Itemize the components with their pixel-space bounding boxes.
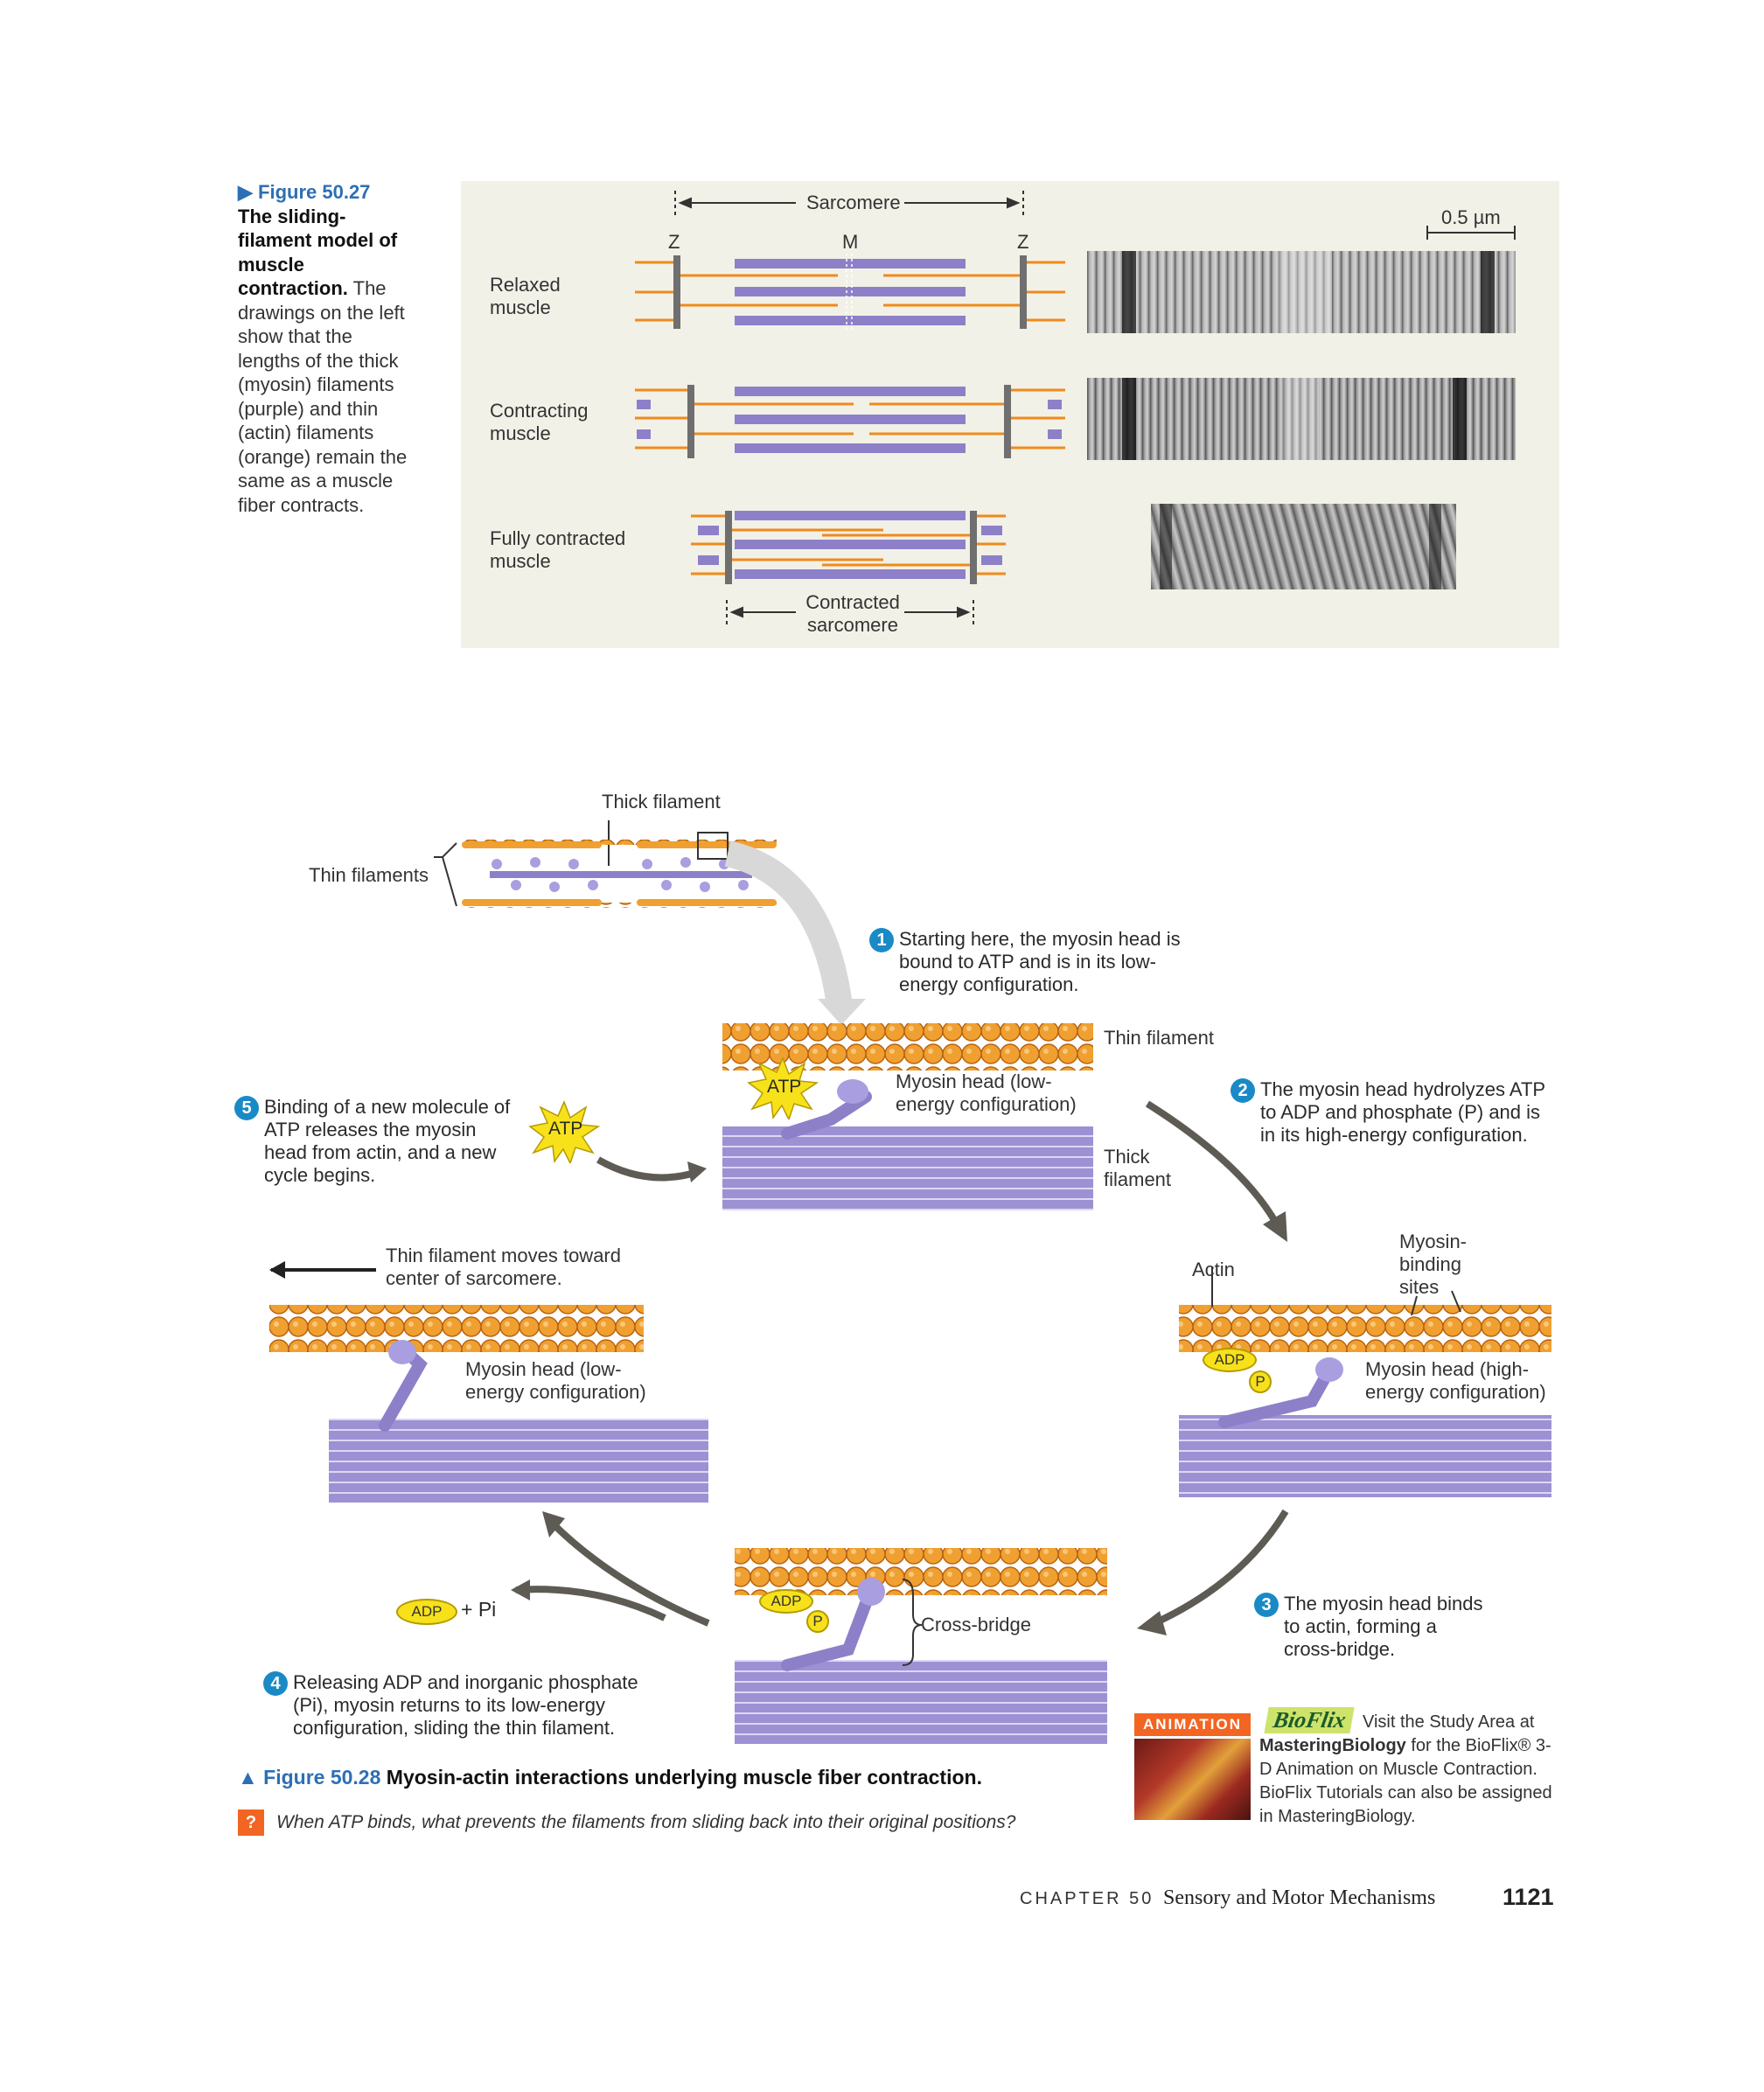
step-5-text: Binding of a new molecule of ATP release… [264,1096,511,1186]
animation-text-pre: Visit the Study Area at [1363,1712,1535,1732]
micrograph-relaxed [1087,251,1516,333]
contracting-label: Contracting muscle [490,400,589,444]
binding-sites-label: Myosin-binding sites [1399,1231,1468,1298]
sarcomere-diagram [635,191,1516,628]
question-icon: ? [238,1810,264,1836]
myosin-low-label-1: Myosin head (low-energy configuration) [896,1070,1077,1115]
animation-thumbnail[interactable] [1134,1739,1251,1820]
adp-pill-stage2: ADP [1203,1348,1257,1372]
myosin-actin-diagram [269,820,1551,1744]
z-label-right: Z [1017,231,1029,253]
cycle-arrows [515,1100,1289,1627]
cycle-arrowheads [511,1161,1287,1635]
step-2-badge: 2 [1231,1078,1255,1103]
relaxed-label: Relaxed muscle [490,274,561,318]
figure-28-label: ▲ Figure 50.28 [238,1766,381,1789]
footer-chapter: CHAPTER 50 [1020,1889,1154,1908]
contracting-sarcomere [635,385,1065,458]
step-5-badge: 5 [234,1096,259,1120]
cross-bridge-label: Cross-bridge [921,1614,1031,1635]
micrograph-contracting [1087,378,1516,460]
scale-label: 0.5 µm [1441,206,1501,228]
step-3-text: The myosin head binds to actin, forming … [1284,1593,1483,1660]
figure-27-title: The sliding-filament model of muscle con… [238,205,398,300]
overview-filaments [434,820,866,1025]
contracted-sarcomere-dimension [726,600,974,628]
stage-3 [735,1548,1107,1744]
figure-27-body: The drawings on the left show that the l… [238,277,408,516]
myosin-high-label: Myosin head (high-energy configuration) [1365,1358,1546,1403]
m-label: M [842,231,859,253]
stage-4 [269,1261,708,1503]
animation-text-post: for the BioFlix® 3-D Animation on Muscle… [1259,1736,1552,1826]
thin-filaments-label: Thin filaments [309,864,429,886]
atp-starburst-center [747,1056,819,1119]
page-number: 1121 [1503,1884,1554,1910]
contracted-sarcomere-label: Contracted sarcomere [805,591,900,636]
thin-filament-label: Thin filament [1104,1027,1214,1049]
scale-bar [1426,226,1516,240]
adp-pill-released: ADP [396,1599,457,1625]
cross-bridge-brace [902,1579,923,1666]
sarcomere-dimension [674,191,1024,215]
relaxed-sarcomere [635,254,1065,331]
p-pill-stage3: P [806,1610,829,1633]
thin-moves-label: Thin filament moves toward center of sar… [386,1245,621,1289]
actin-label: Actin [1192,1259,1235,1280]
p-pill-stage2: P [1249,1370,1272,1393]
figure-27-label: ▶ Figure 50.27 [238,181,371,203]
mastering-biology-link[interactable]: MasteringBiology [1259,1736,1406,1755]
step-3-badge: 3 [1254,1593,1279,1617]
micrograph-fully-contracted [1151,504,1456,589]
fully-contracted-label: Fully contracted muscle [490,527,626,572]
figure-28-caption: ▲ Figure 50.28 Myosin-actin interactions… [238,1766,982,1789]
step-4-text: Releasing ADP and inorganic phosphate (P… [293,1671,638,1739]
sarcomere-label: Sarcomere [803,192,904,214]
step-2-text: The myosin head hydrolyzes ATP to ADP an… [1260,1078,1545,1146]
myosin-low-label-4: Myosin head (low-energy configuration) [465,1358,646,1403]
step-4-badge: 4 [263,1671,288,1696]
thick-filament-label: Thick filament [602,791,721,812]
thick-filament-label-b: Thick filament [1104,1146,1172,1190]
animation-tag: ANIMATION [1134,1713,1251,1736]
figure-28-title: Myosin-actin interactions underlying mus… [386,1766,982,1789]
question: ? When ATP binds, what prevents the filam… [238,1810,1015,1836]
adp-pill-stage3: ADP [759,1589,813,1614]
pi-released: + Pi [461,1598,497,1621]
step-1-text: Starting here, the myosin head is bound … [899,928,1181,995]
figure-27-caption: ▶ Figure 50.27 The sliding-filament mode… [238,180,413,517]
atp-label-left: ATP [548,1119,583,1139]
z-label-left: Z [668,231,680,253]
atp-starburst-left [528,1100,600,1163]
step-1-badge: 1 [869,928,894,952]
stage-2 [1179,1266,1551,1497]
footer-title: Sensory and Motor Mechanisms [1163,1886,1436,1909]
question-text: When ATP binds, what prevents the filame… [276,1812,1016,1832]
atp-label-center: ATP [767,1077,802,1097]
fully-contracted-sarcomere [691,511,1006,584]
animation-text: Visit the Study Area at MasteringBiology… [1259,1711,1557,1829]
